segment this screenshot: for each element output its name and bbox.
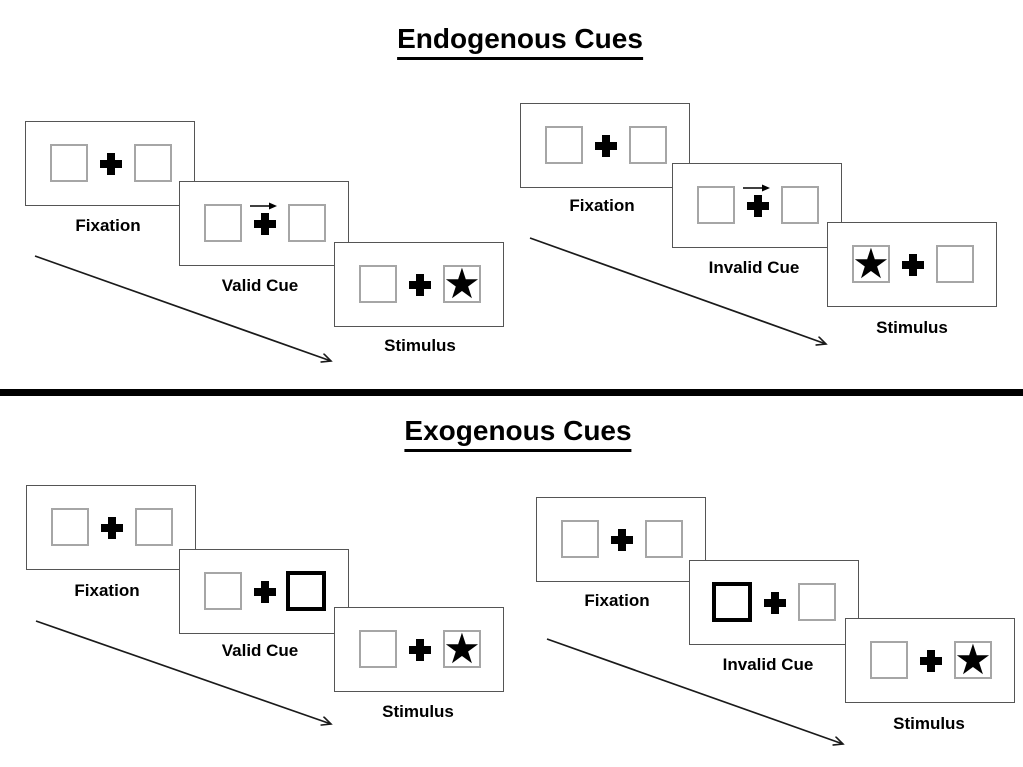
fixation-cross-icon: [100, 153, 122, 175]
fixation-cross-icon: [254, 213, 276, 235]
panel-label: Fixation: [74, 581, 140, 600]
fixation-cross-icon: [409, 639, 431, 661]
fixation-cross-icon: [902, 254, 924, 276]
cue-panel: [672, 163, 842, 248]
target-star-icon: ★: [954, 635, 992, 684]
panel-label: Stimulus: [384, 336, 456, 355]
fixation-cross-icon: [747, 195, 769, 217]
right-placeholder-box: [288, 204, 326, 242]
cue-panel: [179, 549, 349, 634]
cue-highlight-box: [286, 571, 326, 611]
fixation-cross-icon: [595, 135, 617, 157]
fixation-cross-icon: [920, 650, 942, 672]
target-star-icon: ★: [852, 239, 890, 288]
time-sequence-arrow: [34, 255, 335, 366]
stimulus-panel: ★: [845, 618, 1015, 703]
left-placeholder-box: [204, 572, 242, 610]
time-sequence-arrow: [35, 620, 336, 731]
stimulus-panel: ★: [334, 242, 504, 327]
left-placeholder-box: [204, 204, 242, 242]
cue-direction-arrow-icon: [743, 184, 770, 192]
left-placeholder-box: [359, 630, 397, 668]
section-title-exogenous-cues: Exogenous Cues: [404, 415, 632, 452]
section-divider: [0, 389, 1023, 396]
target-star-icon: ★: [443, 259, 481, 308]
stimulus-panel: ★: [827, 222, 997, 307]
fixation-cross-icon: [764, 592, 786, 614]
panel-label: Valid Cue: [221, 641, 299, 660]
right-placeholder-box: [134, 144, 172, 182]
left-placeholder-box: [545, 126, 583, 164]
target-star-box: ★: [443, 624, 481, 673]
panel-label: Stimulus: [893, 714, 965, 733]
left-placeholder-box: [359, 265, 397, 303]
panel-label: Stimulus: [382, 702, 454, 721]
left-placeholder-box: [51, 508, 89, 546]
fixation-cross-icon: [611, 529, 633, 551]
fixation-panel: [26, 485, 196, 570]
time-sequence-arrow: [529, 237, 830, 348]
cue-panel: [689, 560, 859, 645]
panel-label: Valid Cue: [221, 276, 299, 295]
fixation-cross-icon: [101, 517, 123, 539]
fixation-cross-icon: [409, 274, 431, 296]
left-placeholder-box: [870, 641, 908, 679]
cue-direction-arrow-icon: [250, 202, 277, 210]
left-placeholder-box: [50, 144, 88, 182]
target-star-box: ★: [443, 259, 481, 308]
fixation-panel: [536, 497, 706, 582]
panel-label: Stimulus: [876, 318, 948, 337]
right-placeholder-box: [629, 126, 667, 164]
fixation-panel: [25, 121, 195, 206]
target-star-box: ★: [852, 239, 890, 288]
left-placeholder-box: [697, 186, 735, 224]
panel-label: Invalid Cue: [708, 258, 800, 277]
time-sequence-arrow: [546, 638, 847, 749]
right-placeholder-box: [135, 508, 173, 546]
right-placeholder-box: [798, 583, 836, 621]
panel-label: Fixation: [569, 196, 635, 215]
cue-highlight-box: [712, 582, 752, 622]
target-star-icon: ★: [443, 624, 481, 673]
panel-label: Invalid Cue: [722, 655, 814, 674]
panel-label: Fixation: [584, 591, 650, 610]
fixation-panel: [520, 103, 690, 188]
stimulus-panel: ★: [334, 607, 504, 692]
right-placeholder-box: [936, 245, 974, 283]
right-placeholder-box: [781, 186, 819, 224]
fixation-cross-icon: [254, 581, 276, 603]
target-star-box: ★: [954, 635, 992, 684]
left-placeholder-box: [561, 520, 599, 558]
panel-label: Fixation: [75, 216, 141, 235]
section-title-endogenous-cues: Endogenous Cues: [397, 23, 643, 60]
right-placeholder-box: [645, 520, 683, 558]
cue-panel: [179, 181, 349, 266]
